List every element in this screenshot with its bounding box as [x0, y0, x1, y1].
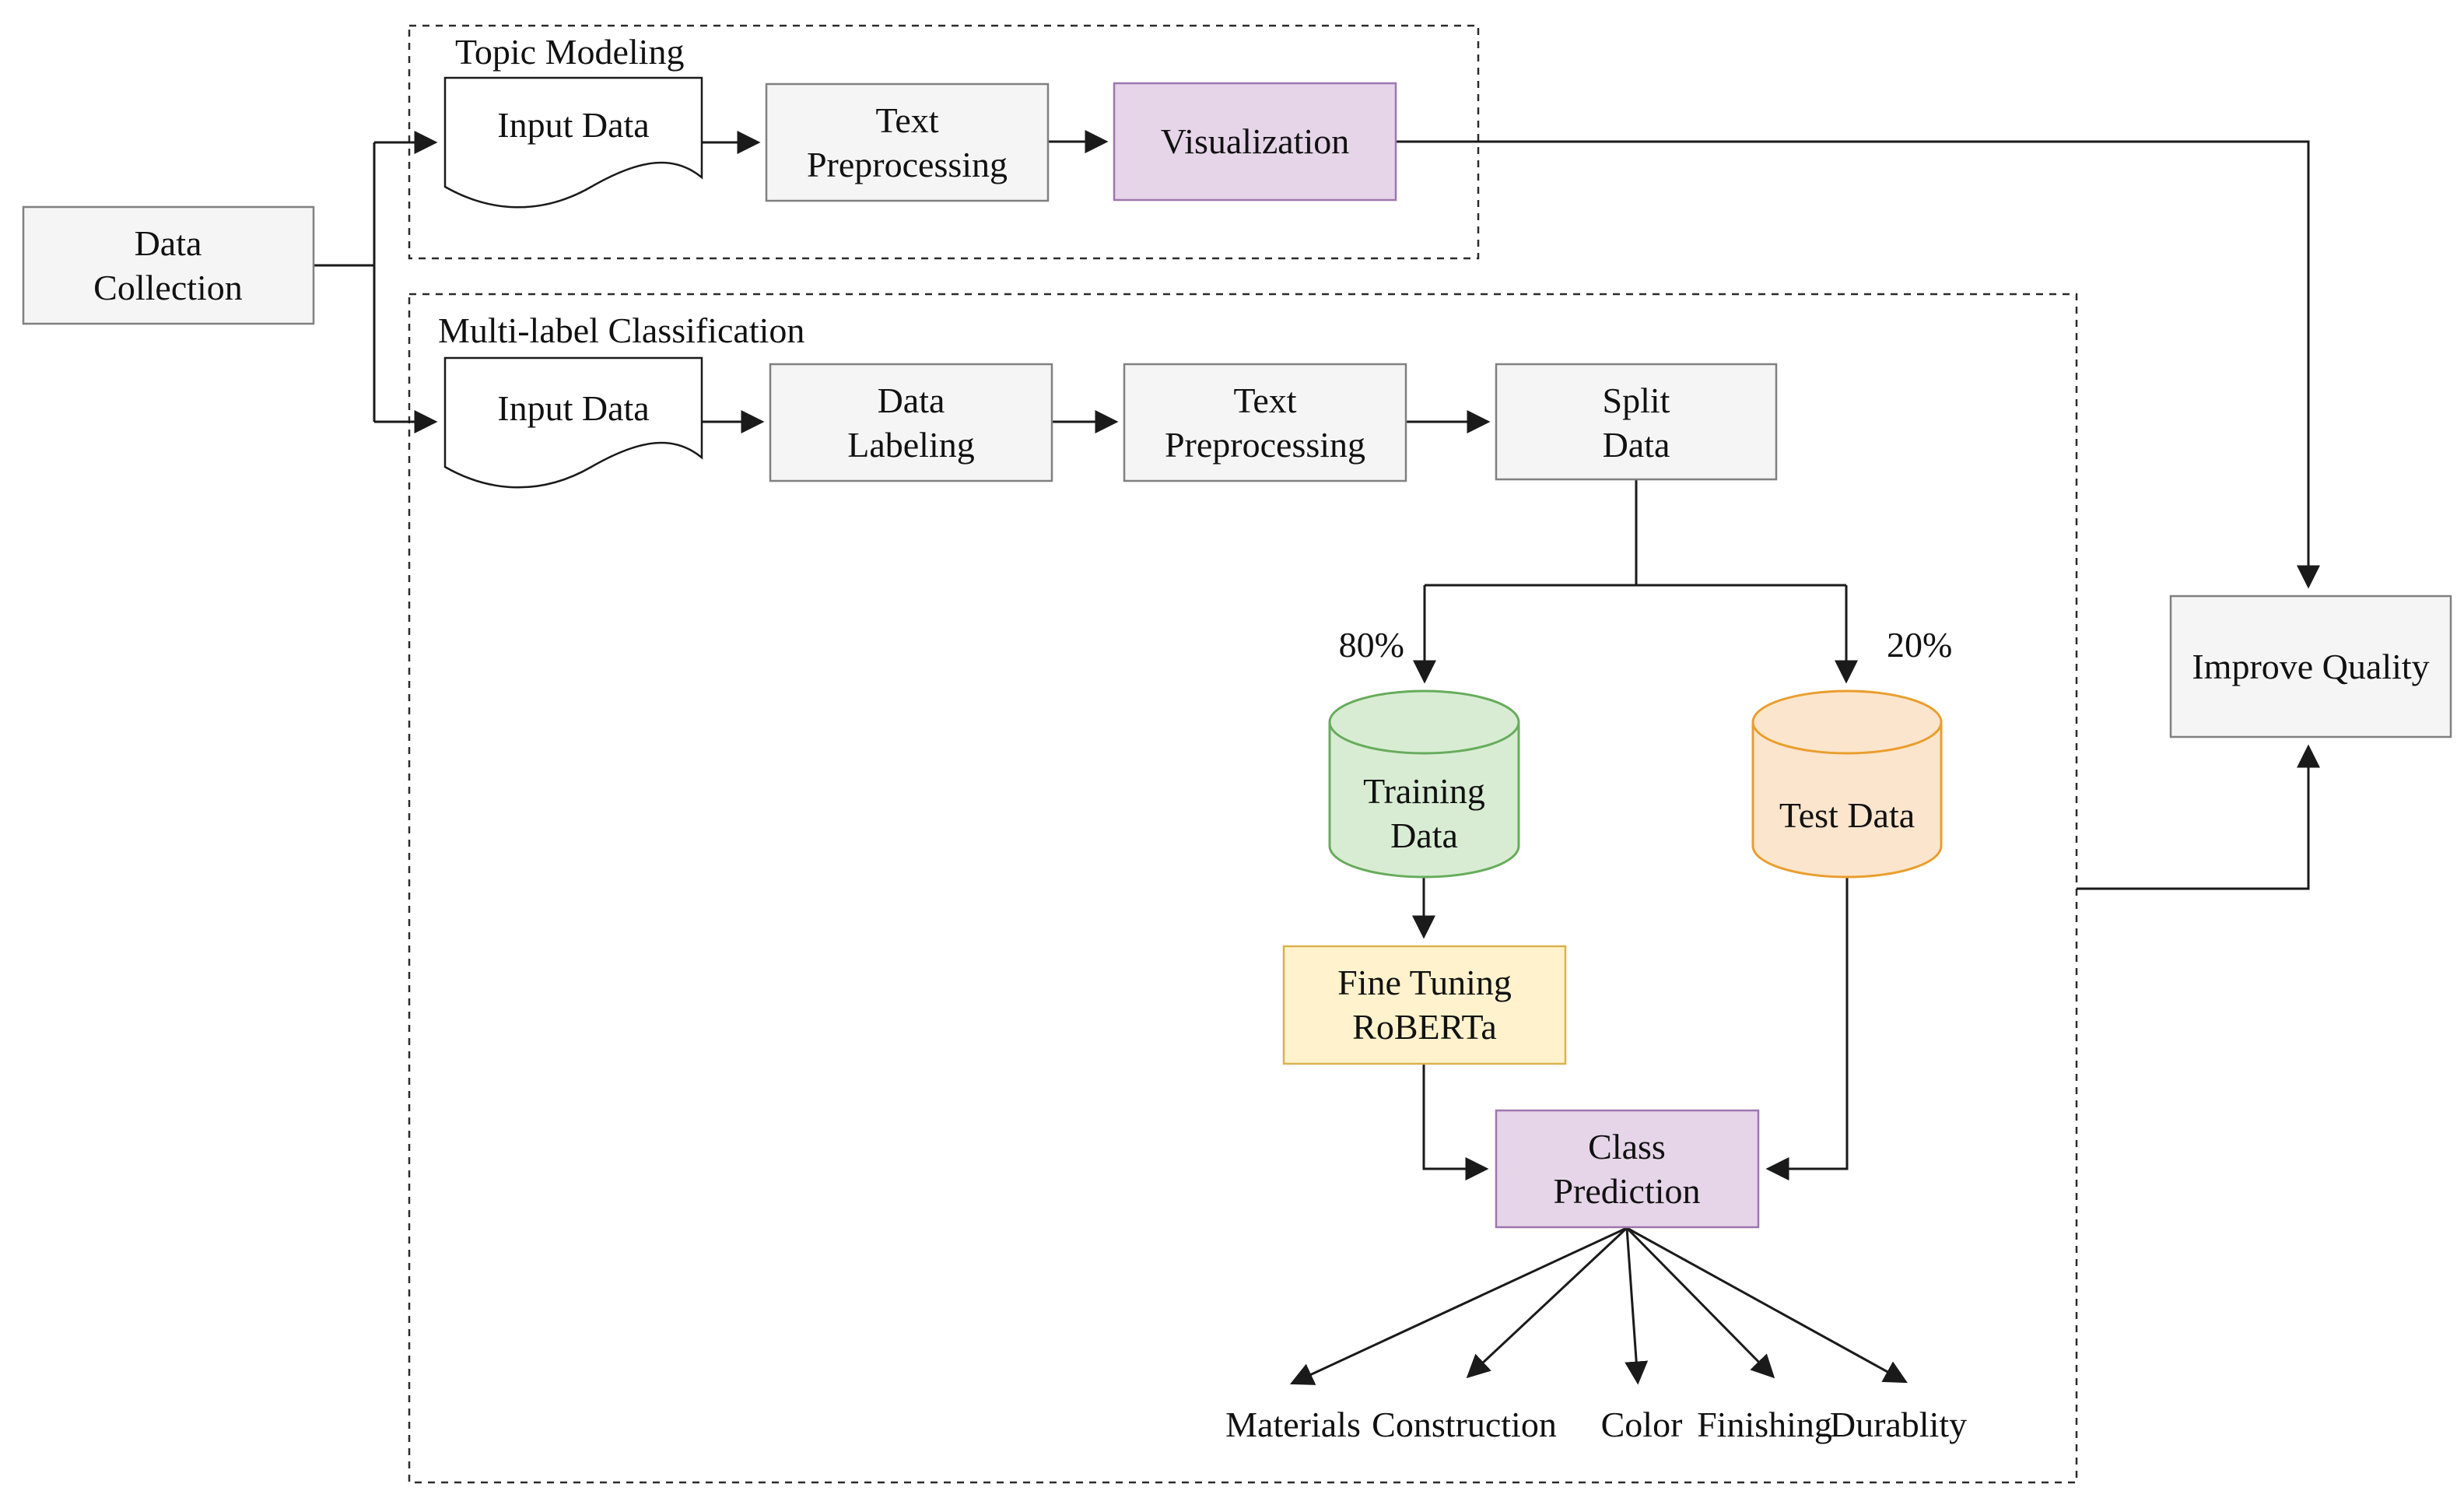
training-data-cylinder-body — [1328, 722, 1520, 879]
text-preprocessing-topic-label: Text Preprocessing — [806, 100, 1008, 184]
multi-label-section-frame — [408, 293, 2078, 1484]
connector-split-junction — [1425, 479, 1846, 587]
arrow-classprediction-to-materials — [1289, 1226, 1628, 1385]
improve-quality-box — [2169, 595, 2452, 738]
data-labeling-box — [769, 363, 1053, 482]
data-labeling-label: Data Labeling — [847, 381, 975, 465]
fine-tuning-label: Fine Tuning RoBERTa — [1337, 963, 1512, 1047]
arrow-classprediction-to-durablity — [1626, 1226, 1908, 1384]
output-class-finishing: Finishing — [1697, 1405, 1832, 1444]
test-data-label: Test Data — [1779, 795, 1915, 835]
arrow-visualization-to-improve-quality — [1396, 140, 2320, 589]
arrow-testdata-to-classprediction — [1765, 877, 1849, 1180]
input-data-topic-label: Input Data — [497, 105, 650, 145]
arrow-classprediction-to-construction — [1466, 1226, 1628, 1379]
arrow-loop-to-improve-quality — [2077, 744, 2320, 890]
arrow-finetuning-to-classprediction — [1422, 1064, 1489, 1180]
split-data-label: Split Data — [1602, 381, 1670, 465]
training-data-label: Training Data — [1363, 771, 1485, 855]
output-class-materials: Materials — [1225, 1405, 1361, 1444]
output-class-durablity: Durablity — [1829, 1405, 1968, 1444]
data-collection-box — [22, 205, 315, 325]
data-collection-label: Data Collection — [93, 223, 243, 307]
input-data-multi-document — [443, 356, 703, 489]
class-prediction-label: Class Prediction — [1553, 1127, 1701, 1211]
multi-label-title: Multi-label Classification — [438, 310, 805, 350]
training-split-percentage: 80% — [1338, 625, 1404, 665]
output-class-construction: Construction — [1372, 1405, 1557, 1444]
text-preprocessing-multi-box — [1123, 363, 1407, 482]
training-data-cylinder-top — [1328, 689, 1520, 755]
input-data-topic-document — [443, 76, 703, 209]
arrow-classprediction-to-finishing — [1625, 1226, 1775, 1379]
fine-tuning-box — [1282, 945, 1567, 1065]
improve-quality-label: Improve Quality — [2192, 647, 2430, 686]
connector-data-collection-branch — [314, 142, 376, 422]
text-preprocessing-topic-box — [765, 82, 1050, 202]
topic-modeling-title: Topic Modeling — [455, 32, 685, 72]
test-data-cylinder-body — [1751, 722, 1943, 879]
visualization-label: Visualization — [1160, 121, 1350, 161]
output-class-color: Color — [1600, 1405, 1683, 1444]
text-preprocessing-multi-label: Text Preprocessing — [1164, 381, 1366, 465]
class-prediction-box — [1495, 1109, 1760, 1229]
test-split-percentage: 20% — [1887, 625, 1953, 665]
visualization-box — [1113, 82, 1397, 202]
input-data-multi-label: Input Data — [497, 388, 650, 428]
test-data-cylinder-top — [1751, 689, 1943, 755]
split-data-box — [1495, 363, 1778, 481]
arrow-classprediction-to-color — [1625, 1227, 1649, 1385]
